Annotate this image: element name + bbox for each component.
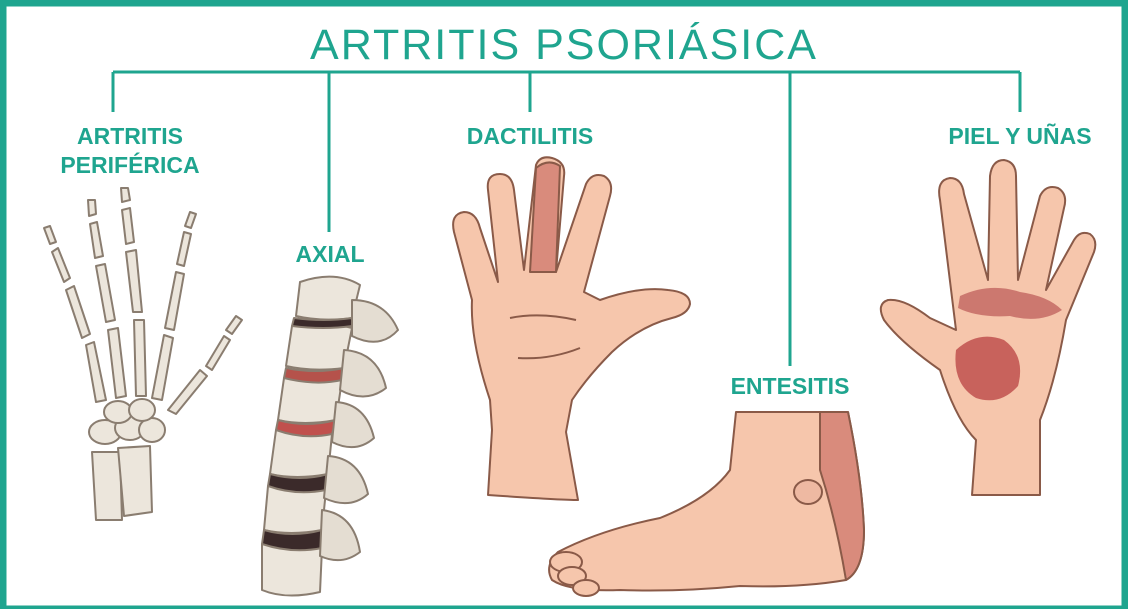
label-piel-y-unas: PIEL Y UÑAS: [935, 122, 1105, 151]
diagram-title-text: ARTRITIS PSORIÁSICA: [298, 21, 830, 69]
label-artritis-periferica: ARTRITIS PERIFÉRICA: [60, 122, 200, 180]
label-entesitis: ENTESITIS: [715, 372, 865, 401]
label-axial: AXIAL: [270, 240, 390, 269]
spine-illustration: [262, 277, 398, 596]
diagram-title: ARTRITIS PSORIÁSICA: [0, 20, 1128, 70]
foot-illustration: [549, 412, 864, 596]
label-periferica-line1: ARTRITIS: [60, 122, 200, 151]
label-dactilitis: DACTILITIS: [455, 122, 605, 151]
hand-skeleton-illustration: [44, 188, 242, 520]
hand-dactilitis-illustration: [453, 157, 690, 500]
hand-skin-illustration: [881, 160, 1096, 495]
label-periferica-line2: PERIFÉRICA: [60, 151, 200, 180]
